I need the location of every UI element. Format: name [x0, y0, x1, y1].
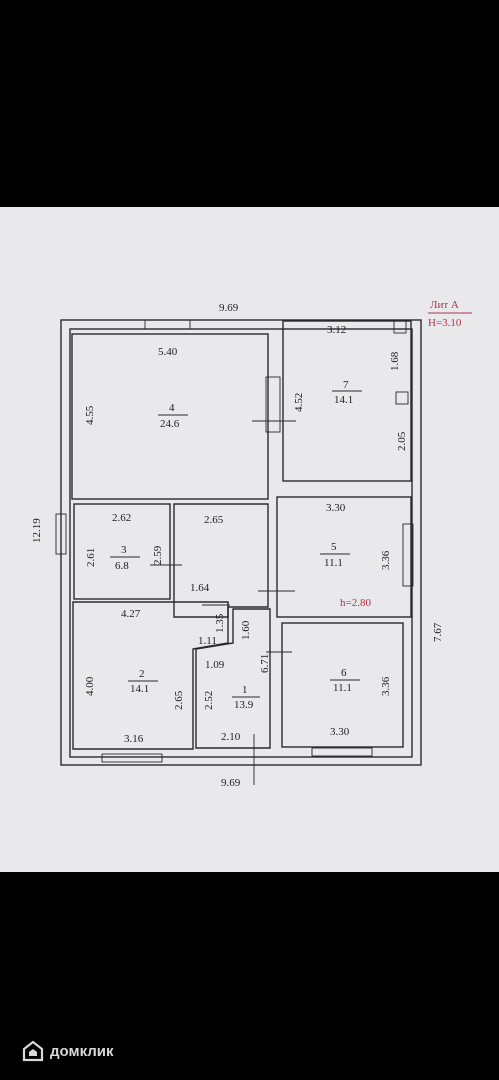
floor-plan: Лит А Н=3.10 9.69 9.69 12.19 7.67 4 24.6… — [31, 299, 472, 789]
room-5-area: 11.1 — [324, 557, 343, 569]
room-7-number: 7 — [343, 379, 349, 391]
room-4-number: 4 — [169, 402, 175, 414]
room-3-outline — [73, 503, 171, 600]
dim-r5-top: 3.30 — [326, 502, 346, 514]
room-2-outline — [72, 601, 229, 750]
dim-r7-right-top: 1.68 — [389, 351, 401, 371]
dim-r2-bottom: 3.16 — [124, 733, 144, 745]
dim-c109: 1.09 — [205, 659, 225, 671]
room-2-area: 14.1 — [130, 683, 149, 695]
dim-hall-mid: 1.64 — [190, 582, 210, 594]
dim-hall-top: 2.65 — [204, 514, 224, 526]
overall-left: 12.19 — [31, 518, 43, 543]
room-6-outline — [281, 622, 404, 748]
room-5-outline — [276, 496, 412, 618]
dim-r4-left: 4.55 — [84, 405, 96, 425]
room-6-area: 11.1 — [333, 682, 352, 694]
dim-r3-left: 2.61 — [85, 548, 97, 567]
dim-r3-right: 2.59 — [152, 545, 164, 565]
dim-r2-right: 2.65 — [173, 690, 185, 710]
house-logo-icon — [22, 1040, 44, 1062]
door-marks — [150, 420, 296, 785]
dim-r1-bottom: 2.10 — [221, 731, 241, 743]
room-4-outline — [71, 333, 269, 500]
dim-r5-right: 3.36 — [380, 550, 392, 570]
dim-r2-top: 4.27 — [121, 608, 141, 620]
dim-r7-left: 4.52 — [293, 393, 305, 412]
room-1-number: 1 — [242, 684, 248, 696]
room-3-number: 3 — [121, 544, 127, 556]
room-1-area: 13.9 — [234, 699, 254, 711]
room-3-area: 6.8 — [115, 560, 129, 572]
dim-r1-left: 2.52 — [203, 691, 215, 710]
dim-h2: h=2.80 — [340, 597, 371, 609]
room-4-area: 24.6 — [160, 418, 180, 430]
outer-wall-inner — [69, 328, 413, 758]
watermark-text: домклик — [50, 1042, 114, 1060]
room-5-number: 5 — [331, 541, 337, 553]
dim-c111: 1.11 — [198, 635, 217, 647]
fraction-bars — [110, 390, 362, 698]
overall-right: 7.67 — [432, 622, 444, 642]
outer-wall-outer — [60, 319, 422, 766]
dim-r4-top: 5.40 — [158, 346, 178, 358]
dim-c671: 6.71 — [259, 654, 271, 673]
room-6-number: 6 — [341, 667, 347, 679]
overall-top: 9.69 — [219, 302, 239, 314]
dim-r6-bottom: 3.30 — [330, 726, 350, 738]
windows — [55, 319, 414, 763]
room-7-area: 14.1 — [334, 394, 353, 406]
room-2-number: 2 — [139, 668, 145, 680]
dim-r7-top: 3.12 — [327, 324, 346, 336]
plan-sheet — [0, 207, 499, 872]
dim-c160: 1.60 — [240, 620, 252, 640]
dim-c135: 1.35 — [214, 613, 226, 633]
dim-r7-right-bottom: 2.05 — [396, 431, 408, 451]
dim-r2-left: 4.00 — [84, 676, 96, 696]
lit-height: Н=3.10 — [428, 317, 462, 329]
overall-bottom: 9.69 — [221, 777, 241, 789]
room-7-outline — [282, 320, 412, 482]
dim-r3-top: 2.62 — [112, 512, 131, 524]
room-1-outline — [195, 608, 271, 749]
domclick-watermark: домклик — [22, 1040, 114, 1062]
lit-name: Лит А — [430, 299, 459, 311]
dim-r6-right: 3.36 — [380, 676, 392, 696]
